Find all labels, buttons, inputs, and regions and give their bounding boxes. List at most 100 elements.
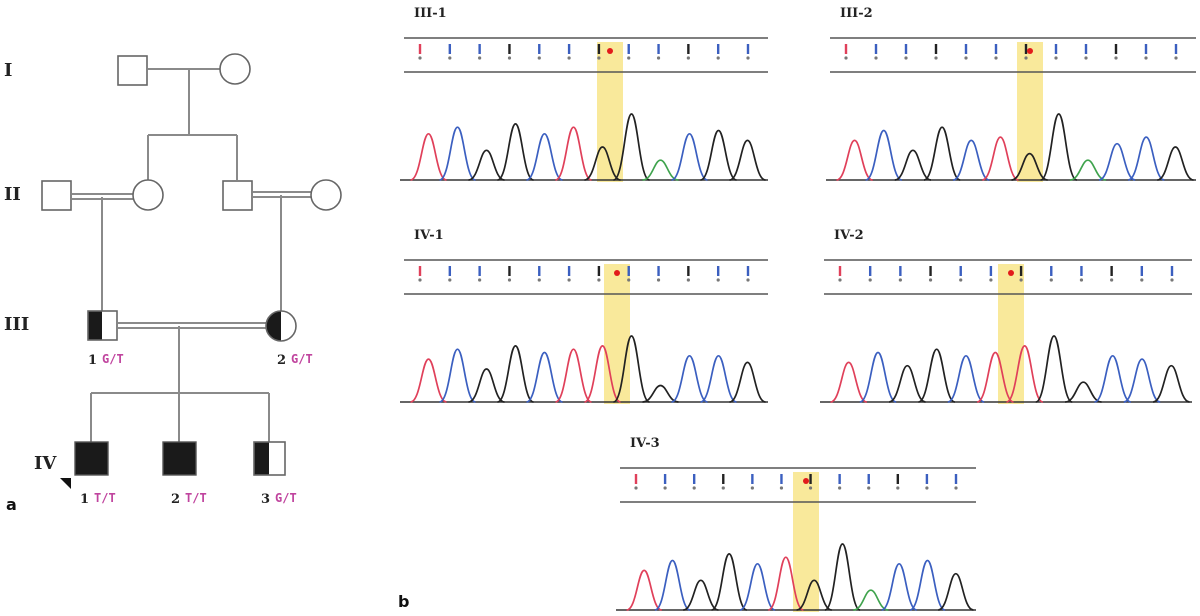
base-call-dot: [537, 56, 541, 60]
base-call-dot: [934, 56, 938, 60]
base-call-dot: [448, 56, 452, 60]
base-call-dot: [896, 486, 900, 490]
base-call-mark: [627, 44, 630, 54]
base-call-dot: [1019, 278, 1023, 282]
individual-number-IV-3: 3: [261, 492, 270, 507]
base-call-dot: [1054, 56, 1058, 60]
base-call-mark: [418, 266, 422, 276]
chromatogram-peak: [952, 139, 990, 181]
individual-IV-3-carrier-male: [253, 441, 286, 476]
base-call-dot: [1144, 56, 1148, 60]
base-call-dot: [994, 56, 998, 60]
trace-label: IV-3: [630, 436, 660, 451]
base-call-mark: [567, 266, 571, 276]
individual-I-1-male: [117, 55, 148, 86]
chromatogram-peak: [918, 348, 956, 403]
chromatogram-peak: [410, 132, 447, 181]
base-call-dot: [989, 278, 993, 282]
individual-number-III-2: 2: [277, 353, 286, 368]
mutation-highlight: [597, 42, 623, 182]
chromatogram-peak: [1069, 159, 1107, 181]
mutation-highlight: [604, 264, 630, 404]
trace-IV-2: IV-2: [820, 228, 1192, 404]
base-call-dot: [750, 486, 754, 490]
base-call-mark: [478, 44, 481, 54]
chromatogram-peak: [888, 364, 926, 403]
individual-number-III-1: 1: [88, 353, 97, 368]
base-call-dot: [868, 278, 872, 282]
base-call-mark: [567, 44, 571, 54]
chromatogram-peak: [1064, 381, 1102, 403]
base-call-mark: [687, 266, 690, 276]
base-call-dot: [686, 56, 690, 60]
base-call-dot: [874, 56, 878, 60]
base-call-mark: [934, 44, 938, 54]
chromatogram-peak: [555, 348, 592, 403]
base-call-dot: [1110, 278, 1114, 282]
base-call-dot: [448, 278, 452, 282]
chromatogram-peak: [1006, 345, 1044, 403]
chromatogram-peak: [613, 113, 650, 181]
base-call-mark: [657, 266, 660, 276]
chromatogram-peak: [739, 562, 776, 611]
base-call-mark: [1080, 266, 1083, 276]
chromatogram-peak: [859, 351, 897, 403]
chromatogram-peak: [1123, 358, 1161, 403]
base-call-dot: [716, 278, 720, 282]
base-call-dot: [1170, 278, 1174, 282]
chromatogram-peak: [439, 126, 476, 181]
chromatogram-peak: [947, 354, 985, 403]
chromatogram-peak: [584, 146, 621, 181]
trace-III-1: III-1: [400, 6, 768, 182]
base-call-dot: [1049, 278, 1053, 282]
base-call-dot: [634, 486, 638, 490]
base-call-dot: [507, 278, 512, 282]
base-call-mark: [780, 474, 783, 484]
chromatogram-peak: [836, 139, 874, 181]
base-call-mark: [838, 474, 841, 484]
base-call-dot: [656, 278, 661, 282]
base-call-mark: [663, 474, 667, 484]
genotype-IV-1: T/T: [94, 491, 116, 505]
chromatogram-peak: [468, 149, 505, 181]
chromatogram-peak: [881, 562, 918, 611]
base-call-dot: [1174, 56, 1178, 60]
base-call-dot: [838, 486, 842, 490]
base-call-dot: [656, 56, 661, 60]
chromatogram-peak: [981, 136, 1019, 181]
base-call-dot: [478, 56, 482, 60]
base-call-dot: [954, 486, 958, 490]
chromatogram-peak: [824, 543, 861, 611]
trace-label: III-2: [840, 6, 873, 21]
base-call-dot: [898, 278, 902, 282]
base-call-dot: [844, 56, 848, 60]
base-call-mark: [1054, 44, 1058, 54]
base-call-dot: [904, 56, 908, 60]
chromatogram-peak: [830, 361, 868, 403]
chromatogram-peak: [671, 132, 708, 181]
individual-II-4-female: [310, 179, 342, 211]
base-call-dot: [779, 486, 784, 490]
base-call-dot: [663, 486, 667, 490]
chromatogram-peak: [1098, 142, 1136, 181]
base-call-mark: [538, 266, 541, 276]
genotype-IV-2: T/T: [185, 491, 207, 505]
base-call-dot: [808, 486, 813, 490]
pedigree: I II III IV 1 G/T: [4, 53, 342, 514]
base-call-mark: [722, 474, 725, 484]
base-call-mark: [838, 266, 842, 276]
trace-III-2: III-2: [826, 6, 1196, 182]
base-call-dot: [746, 56, 750, 60]
chromatogram-peak: [865, 129, 903, 181]
chromatogram-peak: [1040, 113, 1078, 181]
base-call-mark: [954, 474, 958, 484]
base-call-mark: [925, 474, 929, 484]
individual-II-3-male: [222, 180, 253, 211]
chromatogram-peak: [555, 126, 592, 181]
base-call-mark: [746, 44, 750, 54]
chromatogram-peak: [923, 126, 961, 181]
individual-number-IV-1: 1: [80, 492, 89, 507]
genotype-III-1: G/T: [102, 352, 124, 366]
base-call-dot: [567, 278, 571, 282]
base-call-dot: [1079, 278, 1084, 282]
